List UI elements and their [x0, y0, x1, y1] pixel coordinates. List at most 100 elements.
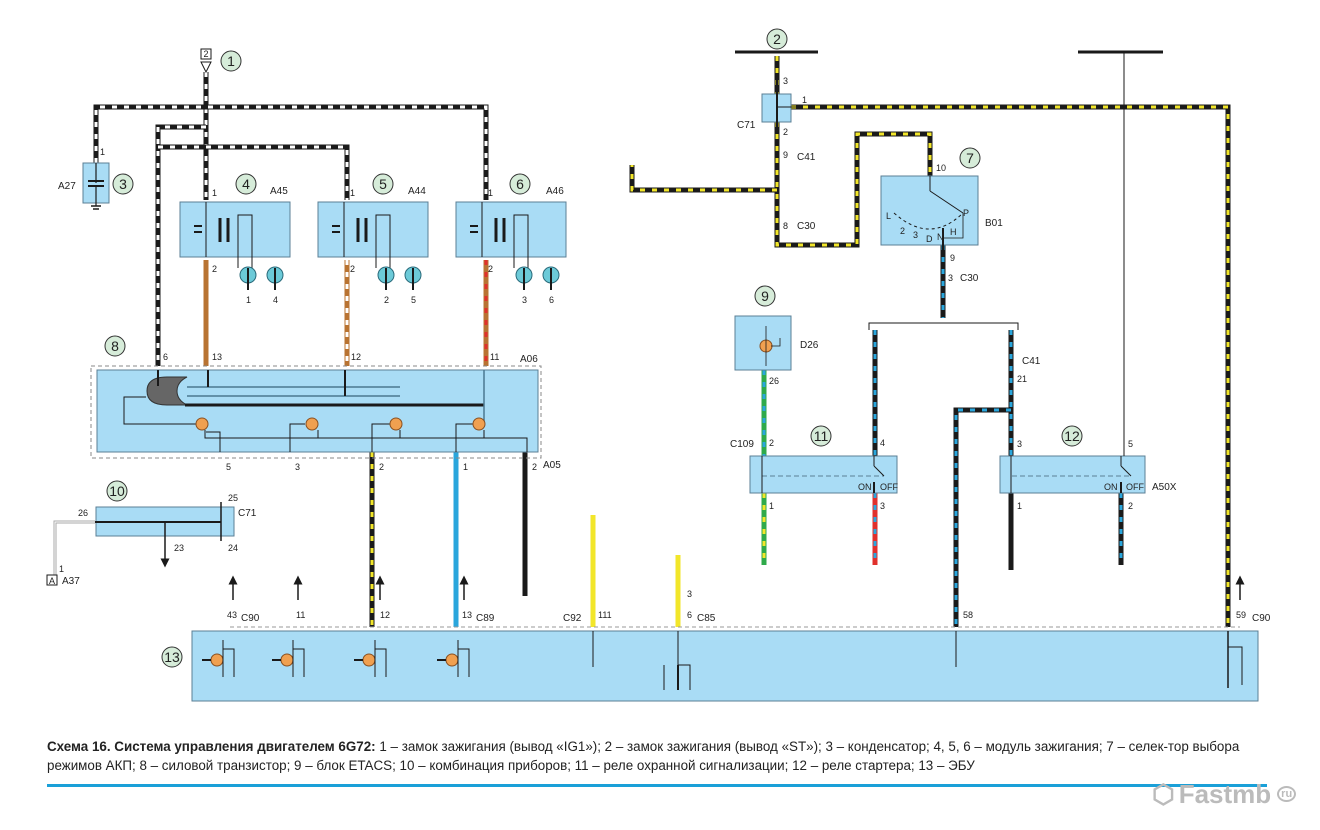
callout-1: 1	[220, 50, 242, 72]
ecu-pin: 12	[380, 610, 390, 620]
coil-pin: 3	[522, 295, 527, 305]
selector-position: H	[950, 227, 957, 237]
starter-relay-on: ON	[1104, 482, 1118, 492]
selector-position: 2	[900, 226, 905, 236]
ig1-terminal-label: 2	[203, 49, 208, 59]
ign-module-pin1: 1	[488, 188, 493, 198]
wires	[93, 56, 1231, 627]
c71-code: C71	[737, 120, 756, 131]
module5-feed-wire-stripe	[158, 145, 349, 200]
transistor-feed-wire-stripe	[156, 125, 206, 366]
ecu-pin: 58	[963, 610, 973, 620]
callout-number: 10	[109, 483, 125, 499]
hex-logo-icon: ⬡	[1152, 778, 1175, 809]
figure-caption: Схема 16. Система управления двигателем …	[47, 737, 1297, 775]
ig1-terminal-icon	[200, 61, 212, 74]
ecu-connector-code: C90	[241, 613, 260, 624]
ecu-pin: 43	[227, 610, 237, 620]
c41-branch-wire	[629, 165, 777, 193]
c30-sel-code: C30	[960, 273, 979, 284]
transistor-bottom-pin: 1	[463, 462, 468, 472]
ecu-connector-code: C85	[697, 613, 716, 624]
c85-upper-pin: 3	[687, 589, 692, 599]
ecu-transistor-icon	[210, 653, 224, 667]
starter-ecu-wire-stripe	[791, 105, 1230, 627]
coil-pin: 1	[246, 295, 251, 305]
ign-module-pin2: 2	[212, 264, 217, 274]
transistor-code-bottom: A05	[543, 460, 561, 471]
ecu-connector-code: C89	[476, 613, 495, 624]
coil-pin: 4	[273, 295, 278, 305]
selector-pin-bottom: 9	[950, 253, 955, 263]
callout-6: 6	[509, 173, 531, 195]
callout-number: 13	[164, 649, 180, 665]
ign-module-code: A44	[408, 186, 426, 197]
ecu-pin: 111	[598, 610, 612, 620]
callout-5: 5	[372, 173, 394, 195]
ign-module-code: A46	[546, 186, 564, 197]
c41-right-code: C41	[1022, 356, 1041, 367]
c30-sel-pin: 3	[948, 273, 953, 283]
splice-bracket	[868, 322, 1019, 330]
callout-number: 12	[1064, 428, 1080, 444]
ignition-module-a44	[317, 201, 429, 290]
ecu	[191, 626, 1259, 702]
coil-pin: 2	[384, 295, 389, 305]
callout-11: 11	[810, 425, 832, 447]
ecu-pin: 59	[1236, 610, 1246, 620]
ign-module-pin1: 1	[212, 188, 217, 198]
callout-3: 3	[112, 173, 134, 195]
alarm-relay-connector: C109	[730, 439, 754, 450]
transistor-top-pin: 13	[212, 352, 222, 362]
callout-13: 13	[161, 646, 183, 668]
caption-title: Схема 16. Система управления двигателем …	[47, 739, 376, 754]
selector-position: L	[886, 211, 891, 221]
ign-module-pin1: 1	[350, 188, 355, 198]
ecu58-wire	[953, 407, 1011, 627]
callout-12: 12	[1061, 425, 1083, 447]
selector-position: D	[926, 234, 933, 244]
selector-code: B01	[985, 218, 1003, 229]
cluster-link-pin: 1	[59, 564, 64, 574]
transistor-top-pin: 11	[490, 352, 499, 362]
cluster-pin: 25	[228, 493, 238, 503]
power-transistor	[90, 365, 542, 459]
ecu-pin: 6	[687, 610, 692, 620]
callout-2: 2	[766, 28, 788, 50]
c41-branch-wire-stripe	[630, 165, 777, 192]
transistor-bottom-pin: 3	[295, 462, 300, 472]
callout-number: 2	[773, 31, 781, 47]
callout-number: 5	[379, 176, 387, 192]
transistor-bottom-pin: 5	[226, 462, 231, 472]
etacs-d26	[734, 315, 792, 371]
ignition-module-a45	[179, 201, 291, 290]
callout-7: 7	[959, 147, 981, 169]
alarm-relay-pin: 3	[880, 501, 885, 511]
callout-number: 6	[516, 176, 524, 192]
alarm-relay-on: ON	[858, 482, 872, 492]
cluster-link-tag: A	[49, 576, 55, 586]
capacitor-bus-wire-stripe	[94, 105, 488, 200]
cluster-pin: 23	[174, 543, 184, 553]
c30-pin: 8	[783, 221, 788, 231]
alarm-relay-pin: 1	[769, 501, 774, 511]
ig1-terminal-box	[200, 48, 212, 60]
alarm-relay-pin: 2	[769, 438, 774, 448]
ign-module-code: A45	[270, 186, 288, 197]
ecu-pin: 11	[296, 610, 305, 620]
ignition-module-a46	[455, 201, 567, 290]
ecu-transistor-icon	[362, 653, 376, 667]
watermark-text: Fastmb	[1178, 778, 1272, 809]
selector-position: N	[937, 232, 944, 242]
ecu-transistor-icon	[280, 653, 294, 667]
transistor-bottom-pin: 2	[532, 462, 537, 472]
transistor-icon	[472, 417, 486, 431]
starter-relay-pin: 1	[1017, 501, 1022, 511]
selector-loop-wire	[774, 122, 933, 248]
coil-pin: 6	[549, 295, 554, 305]
transistor-top-pin: 6	[163, 352, 168, 362]
ign-module-pin2: 2	[488, 264, 493, 274]
alarm-relay-pin: 4	[880, 438, 885, 448]
